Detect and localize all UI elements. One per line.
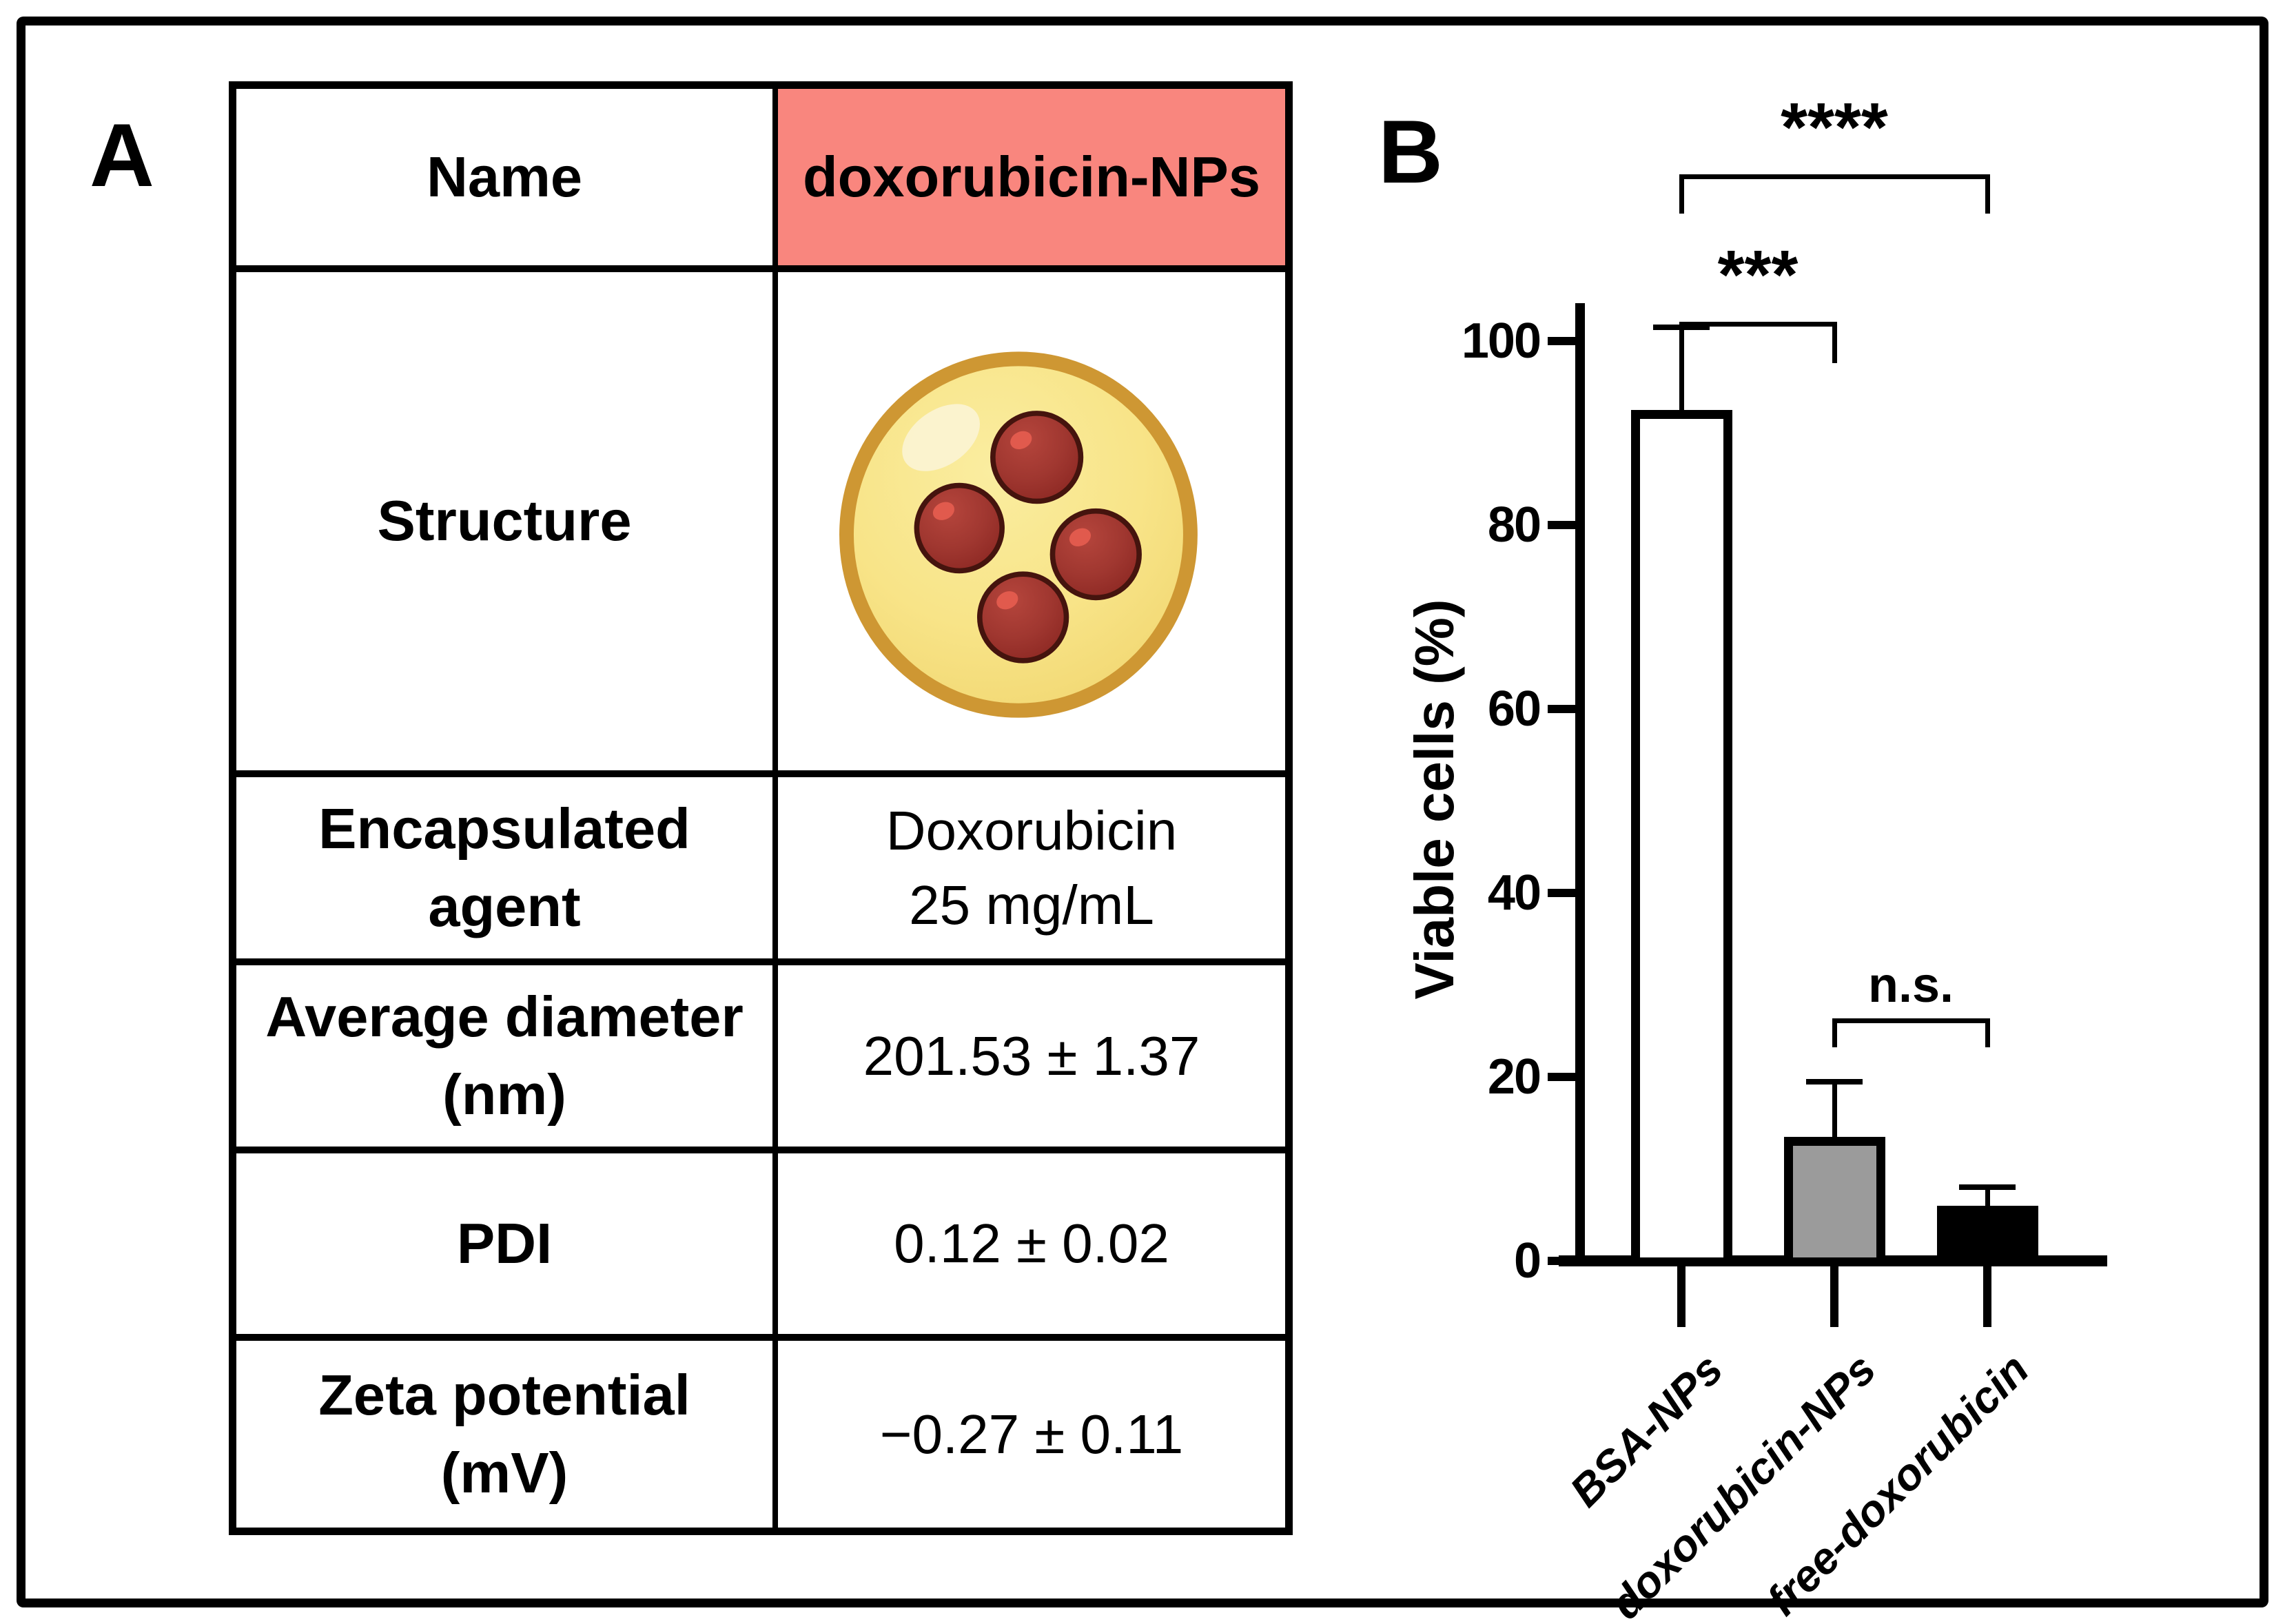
encapsulated-label-line1: Encapsulated (318, 796, 690, 861)
encapsulated-label-line2: agent (428, 874, 581, 938)
table-header-name-cell: Name (236, 89, 778, 272)
error-bar-cap (1806, 1078, 1863, 1085)
error-bar-line (1832, 1081, 1837, 1137)
encapsulated-agent-label-cell: Encapsulated agent (236, 777, 778, 965)
diameter-label-cell: Average diameter (nm) (236, 965, 778, 1153)
error-bar-line (1679, 327, 1684, 411)
y-tick (1548, 1073, 1585, 1081)
error-bar-cap (1959, 1184, 2016, 1191)
zeta-value-text: −0.27 ± 0.11 (879, 1403, 1184, 1465)
y-tick-label: 100 (1461, 314, 1541, 369)
pdi-value-cell: 0.12 ± 0.02 (778, 1153, 1285, 1341)
drug-sphere-highlight (996, 591, 1018, 610)
x-tick (1830, 1266, 1838, 1327)
significance-bracket (1832, 1018, 1990, 1047)
structure-label-text: Structure (377, 489, 632, 553)
sample-name-text: doxorubicin-NPs (802, 144, 1261, 209)
diameter-value-cell: 201.53 ± 1.37 (778, 965, 1285, 1153)
significance-label: **** (1781, 89, 1888, 166)
structure-image-cell (778, 272, 1285, 777)
figure-border (17, 17, 2268, 1607)
x-tick (1677, 1266, 1685, 1327)
zeta-value-cell: −0.27 ± 0.11 (778, 1341, 1285, 1528)
panel-b-label: B (1378, 101, 1443, 202)
bar (1783, 1136, 1885, 1266)
pdi-label-text: PDI (456, 1211, 553, 1275)
zeta-label-cell: Zeta potential (mV) (236, 1341, 778, 1528)
y-tick (1548, 337, 1585, 345)
y-tick-label: 0 (1513, 1233, 1541, 1288)
bar (1936, 1205, 2038, 1266)
encapsulated-value-line2: 25 mg/mL (909, 874, 1154, 936)
drug-sphere-highlight (932, 502, 954, 520)
drug-sphere-highlight (1069, 528, 1092, 546)
y-tick (1548, 705, 1585, 713)
y-tick-label: 80 (1487, 497, 1541, 553)
bar (1630, 410, 1732, 1266)
y-axis-title: Viable cells (%) (1404, 599, 1465, 1000)
y-tick-label: 60 (1487, 681, 1541, 737)
y-axis-line (1575, 303, 1585, 1266)
zeta-label-line2: (mV) (440, 1440, 568, 1505)
drug-sphere-highlight (1010, 431, 1032, 450)
diameter-value-text: 201.53 ± 1.37 (863, 1025, 1200, 1087)
significance-bracket (1679, 174, 1990, 214)
error-bar-line (1985, 1187, 1990, 1206)
shell-gloss-highlight (902, 404, 980, 471)
encapsulated-value-line1: Doxorubicin (885, 799, 1178, 861)
characterization-table: Name doxorubicin-NPs Structure (229, 81, 1293, 1535)
diameter-label-line1: Average diameter (265, 985, 744, 1049)
y-tick-label: 40 (1487, 865, 1541, 921)
y-tick (1548, 889, 1585, 897)
zeta-label-line1: Zeta potential (318, 1363, 690, 1428)
structure-label-cell: Structure (236, 272, 778, 777)
significance-label: n.s. (1867, 958, 1954, 1013)
table-header-value-cell: doxorubicin-NPs (778, 89, 1285, 272)
y-tick (1548, 521, 1585, 529)
name-header-text: Name (426, 144, 583, 209)
significance-label: *** (1717, 236, 1799, 314)
pdi-value-text: 0.12 ± 0.02 (894, 1213, 1169, 1274)
panel-a-label: A (90, 105, 154, 205)
diameter-label-line2: (nm) (442, 1062, 566, 1127)
y-tick (1548, 1257, 1585, 1265)
y-tick-label: 20 (1487, 1049, 1541, 1104)
nanoparticle-structure-icon (839, 351, 1198, 718)
significance-bracket (1679, 322, 1837, 363)
encapsulated-agent-value-cell: Doxorubicin 25 mg/mL (778, 777, 1285, 965)
x-tick (1983, 1266, 1991, 1327)
pdi-label-cell: PDI (236, 1153, 778, 1341)
